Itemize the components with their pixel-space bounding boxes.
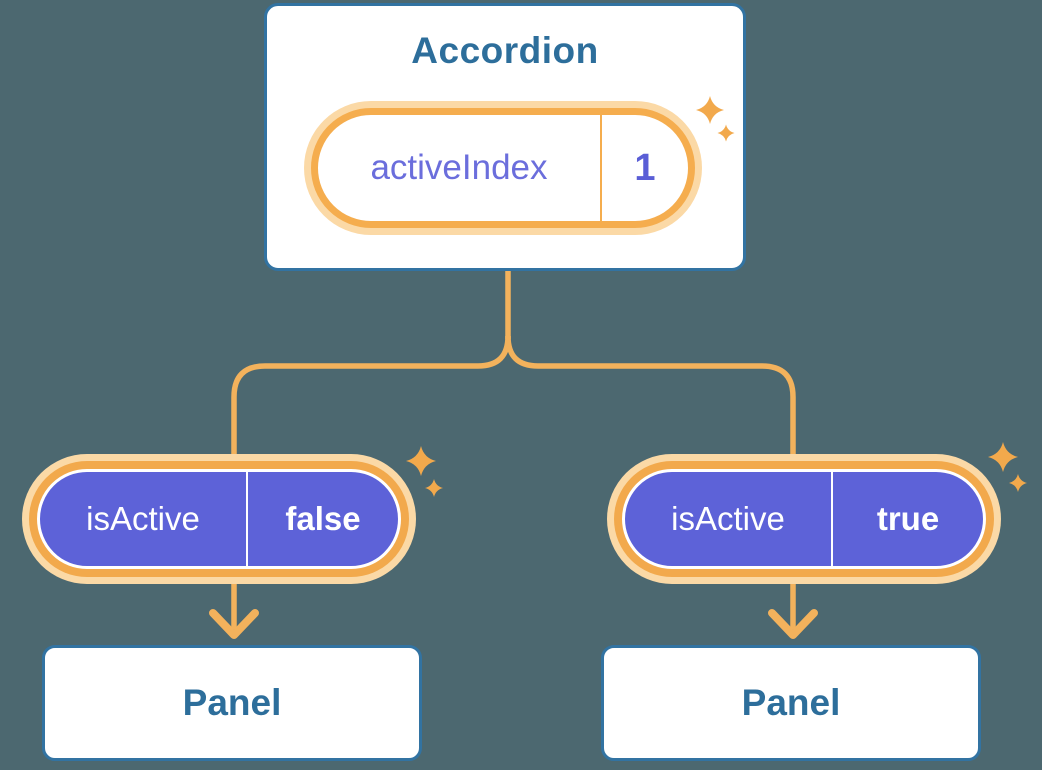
panel-label: Panel	[182, 682, 282, 723]
panel-box-right: Panel	[601, 645, 981, 761]
accordion-box: Accordion activeIndex 1	[264, 3, 746, 271]
sparkle-icon	[406, 446, 436, 476]
pill-divider	[831, 472, 833, 566]
prop-value: true	[876, 500, 940, 537]
state-pill: activeIndex 1	[311, 108, 695, 228]
pill-divider	[246, 472, 248, 566]
panel-label: Panel	[741, 682, 841, 723]
accordion-title: Accordion	[411, 30, 599, 71]
state-name: activeIndex	[370, 148, 548, 187]
prop-pill-true: isActive true	[622, 469, 986, 569]
sparkle-icon	[1009, 474, 1027, 492]
state-value: 1	[634, 146, 656, 189]
connector-branch-left	[231, 335, 511, 458]
down-arrow-icon	[768, 609, 818, 639]
prop-name: isActive	[86, 500, 200, 537]
down-arrow-icon	[209, 609, 259, 639]
prop-value: false	[285, 500, 361, 537]
sparkle-icon	[988, 442, 1018, 472]
prop-pill-false: isActive false	[37, 469, 401, 569]
pill-divider	[600, 115, 602, 221]
prop-name: isActive	[671, 500, 785, 537]
panel-box-left: Panel	[42, 645, 422, 761]
sparkle-icon	[425, 479, 443, 497]
connector-branch-right	[505, 335, 796, 458]
